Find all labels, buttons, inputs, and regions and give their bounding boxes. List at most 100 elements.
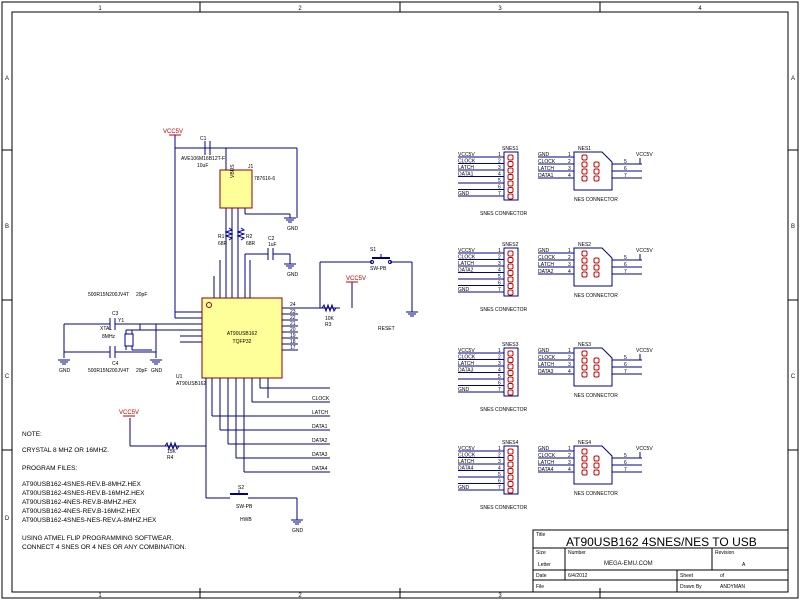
nes-pin-contact [581, 168, 588, 175]
snes-pin-contact [507, 193, 514, 200]
nes-pin-number: 2 [568, 255, 571, 261]
row-label-b-right: B [791, 224, 795, 230]
row-label-d: D [5, 516, 10, 522]
net-latch: LATCH [312, 410, 328, 416]
snes-pin-contact [507, 180, 514, 187]
nes-pin-contact [581, 154, 588, 161]
mcu-pin-19: 19 [290, 333, 296, 339]
net-data4: DATA4 [312, 466, 328, 472]
nes-pin-number: 1 [568, 446, 571, 452]
nes-pin-label: GND [538, 152, 550, 158]
snes-pin-number: 2 [498, 159, 501, 165]
snes-pin-contact [507, 455, 514, 461]
row-label-a-right: A [791, 76, 795, 82]
net-clock: CLOCK [312, 396, 330, 402]
y1-label: XTAL [100, 326, 112, 332]
snes-pin-number: 3 [498, 361, 501, 367]
nes-pin-number: 4 [568, 369, 571, 375]
snes-connector-label: SNES CONNECTOR [480, 505, 528, 511]
tb-size: Letter [538, 562, 551, 568]
c3-part: 500R15N200JV4T [88, 292, 129, 298]
net-data2: DATA2 [312, 438, 328, 444]
snes-nes-group-4: 1234567VCC5VCLOCKLATCHDATA4GNDSNES4SNES … [458, 440, 653, 511]
nes-pin-label: CLOCK [538, 355, 556, 361]
row-markers: A B C D A B C [2, 76, 798, 522]
mcu-chip-label: AT90USB162 [227, 331, 257, 337]
snes-pin-label: LATCH [458, 261, 474, 267]
nes-pin-number: 7 [624, 269, 627, 275]
mcu-pin-18: 18 [290, 339, 296, 345]
nes-pin-label: GND [538, 446, 550, 452]
snes-nes-group-2: 1234567VCC5VCLOCKLATCHDATA2GNDSNES2SNES … [458, 242, 653, 313]
snes-pin-contact [507, 481, 514, 487]
nes-pin-data: DATA3 [538, 369, 554, 375]
pin1-marker [206, 302, 212, 308]
row-label-c: C [5, 374, 10, 380]
nes-pin-contact [581, 462, 588, 469]
snes-pin-number: 1 [498, 248, 501, 254]
mcu-pin-17: 17 [290, 345, 296, 351]
nes-pin-contact [593, 257, 600, 264]
nes-pin-contact [581, 469, 588, 476]
c1-ref: C1 [200, 136, 207, 142]
usb-part: 787616-6 [254, 176, 275, 182]
notes-files-title: PROGRAM FILES: [22, 465, 77, 472]
col-label-3: 3 [498, 6, 502, 12]
nes-connector-label: NES CONNECTOR [574, 197, 618, 203]
nes-pin-contact [593, 469, 600, 476]
snes-pin-contact [507, 474, 514, 481]
snes-pin-number: 3 [498, 165, 501, 171]
nes-pin-number: 5 [624, 255, 627, 261]
snes-pin-contact [507, 448, 514, 455]
row-label-c-right: C [791, 374, 796, 380]
mcu-pin-23: 23 [290, 309, 296, 315]
nes-pin-contact [593, 462, 600, 469]
nes-ref: NES1 [578, 146, 591, 152]
snes-pin-label: LATCH [458, 459, 474, 465]
notes-usage-1: USING ATMEL FLIP PROGRAMMING SOFTWEAR. [22, 535, 173, 542]
snes-pin-number: 2 [498, 355, 501, 361]
row-label-b: B [5, 224, 9, 230]
snes-pin-contact [507, 174, 514, 180]
col-label-1: 1 [98, 6, 102, 12]
snes-pin-number: 7 [498, 485, 501, 491]
title-block-text: Title AT90USB162 4SNES/NES TO USB Size L… [536, 532, 757, 590]
gnd-label-usb: GND [287, 226, 299, 232]
nes-pin-number: 7 [624, 467, 627, 473]
vcc-label-hwb: VCC5V [119, 410, 139, 416]
snes-nes-group-3: 1234567VCC5VCLOCKLATCHDATA3GNDSNES3SNES … [458, 342, 653, 413]
gnd-label-hwb: GND [292, 528, 304, 534]
snes-pin-contact [507, 167, 514, 174]
usb-connector-body [219, 169, 253, 209]
snes-pin-contact [507, 350, 514, 357]
tb-drawn: ANDYMAN [720, 584, 745, 590]
snes-pin-label: LATCH [458, 361, 474, 367]
snes-pin-contact [507, 270, 514, 276]
y1-ref: Y1 [118, 318, 124, 324]
col-label-2-bottom: 2 [298, 593, 302, 599]
c3-ref: C3 [112, 311, 119, 317]
nes-pin-number: 2 [568, 453, 571, 459]
snes-pin-label: VCC5V [458, 446, 475, 452]
nes-pin-contact [581, 448, 588, 455]
snes-pin-label: LATCH [458, 165, 474, 171]
net-data3: DATA3 [312, 452, 328, 458]
nes-pin-number: 3 [568, 262, 571, 268]
notes-file-2: AT90USB162-4SNES-REV.B-16MHZ.HEX [22, 490, 145, 497]
tb-number: MEGA-EMU.COM [604, 561, 653, 567]
snes-pin-number: 6 [498, 281, 501, 287]
snes-pin-gnd: GND [458, 485, 470, 491]
snes-ref: SNES3 [502, 342, 519, 348]
nes-connector-body [573, 445, 613, 485]
nes-connector-label: NES CONNECTOR [574, 293, 618, 299]
nes-pin-label: CLOCK [538, 453, 556, 459]
nes-pin-number: 4 [568, 173, 571, 179]
nes-connector-body [573, 347, 613, 387]
nes-ref: NES2 [578, 242, 591, 248]
mcu-chip: AT90USB162 TQFP32 U1 AT90USB162 [176, 297, 283, 387]
snes-pin-contact [507, 363, 514, 370]
usb-connector: VBUS J1 787616-6 [219, 164, 275, 209]
snes-pin-label: CLOCK [458, 453, 476, 459]
tb-number-label: Number [568, 550, 586, 556]
